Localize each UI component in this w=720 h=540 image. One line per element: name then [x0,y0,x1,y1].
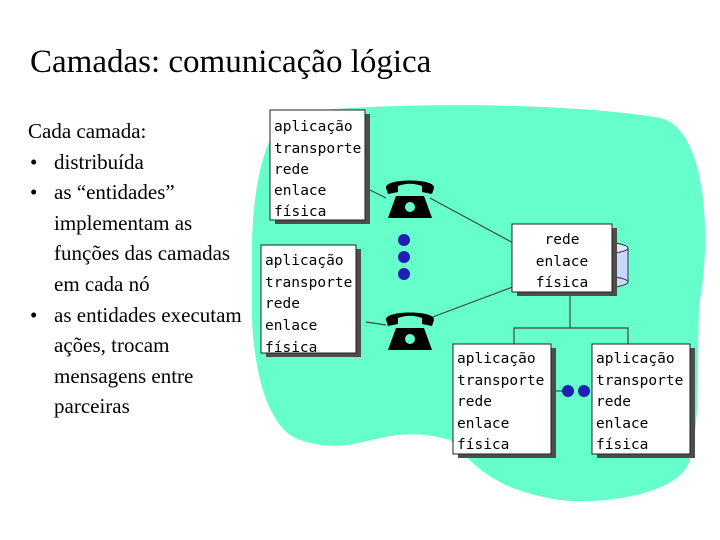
bullet-list: Cada camada: • distribuída • as “entidades… [28,116,243,422]
layer-label: enlace [457,416,509,432]
protocol-stack-host-bottom-left: aplicação transporte rede enlace física [452,343,556,458]
bullet-text: as “entidades” implementam as funções da… [54,180,231,296]
bullet-icon: • [30,302,38,327]
layer-label: transporte [457,373,544,389]
protocol-stack-host-mid: aplicação transporte rede enlace física [260,244,361,357]
protocol-stack-router: rede enlace física [511,223,617,296]
layer-label: física [457,437,509,453]
layer-label: aplicação [274,119,353,135]
layer-label: física [265,340,317,356]
layer-label: enlace [536,254,588,270]
telephone-icon [385,180,435,218]
layer-label: rede [596,394,631,410]
bullet-icon: • [30,180,38,205]
layer-label: física [596,437,648,453]
layer-label: enlace [265,318,317,334]
telephone-icon [385,312,435,350]
layer-label: rede [545,232,580,248]
layer-label: transporte [596,373,683,389]
bullet-item: • as entidades executam ações, trocam men… [28,300,243,422]
bullet-text: as entidades executam ações, trocam mens… [54,302,242,419]
protocol-stack-host-bottom-right: aplicação transporte rede enlace física [591,343,695,458]
bullet-icon: • [30,149,38,174]
bullet-item: • as “entidades” implementam as funções d… [28,177,243,299]
layer-label: enlace [596,416,648,432]
layer-label: rede [274,162,309,178]
ellipsis-dots [398,234,590,397]
layer-label: física [536,275,588,291]
bullet-text: distribuída [54,149,144,174]
layer-label: física [274,204,326,220]
layer-label: transporte [274,141,361,157]
layer-label: aplicação [265,253,344,269]
layer-label: enlace [274,183,326,199]
page-title: Camadas: comunicação lógica [30,44,432,80]
layer-label: aplicação [596,351,675,367]
layer-label: rede [265,296,300,312]
layer-label: transporte [265,275,352,291]
bullet-item: • distribuída [28,147,243,178]
protocol-stack-host-top: aplicação transporte rede enlace física [269,109,370,224]
layer-label: rede [457,394,492,410]
layer-label: aplicação [457,351,536,367]
intro-text: Cada camada: [28,119,147,143]
